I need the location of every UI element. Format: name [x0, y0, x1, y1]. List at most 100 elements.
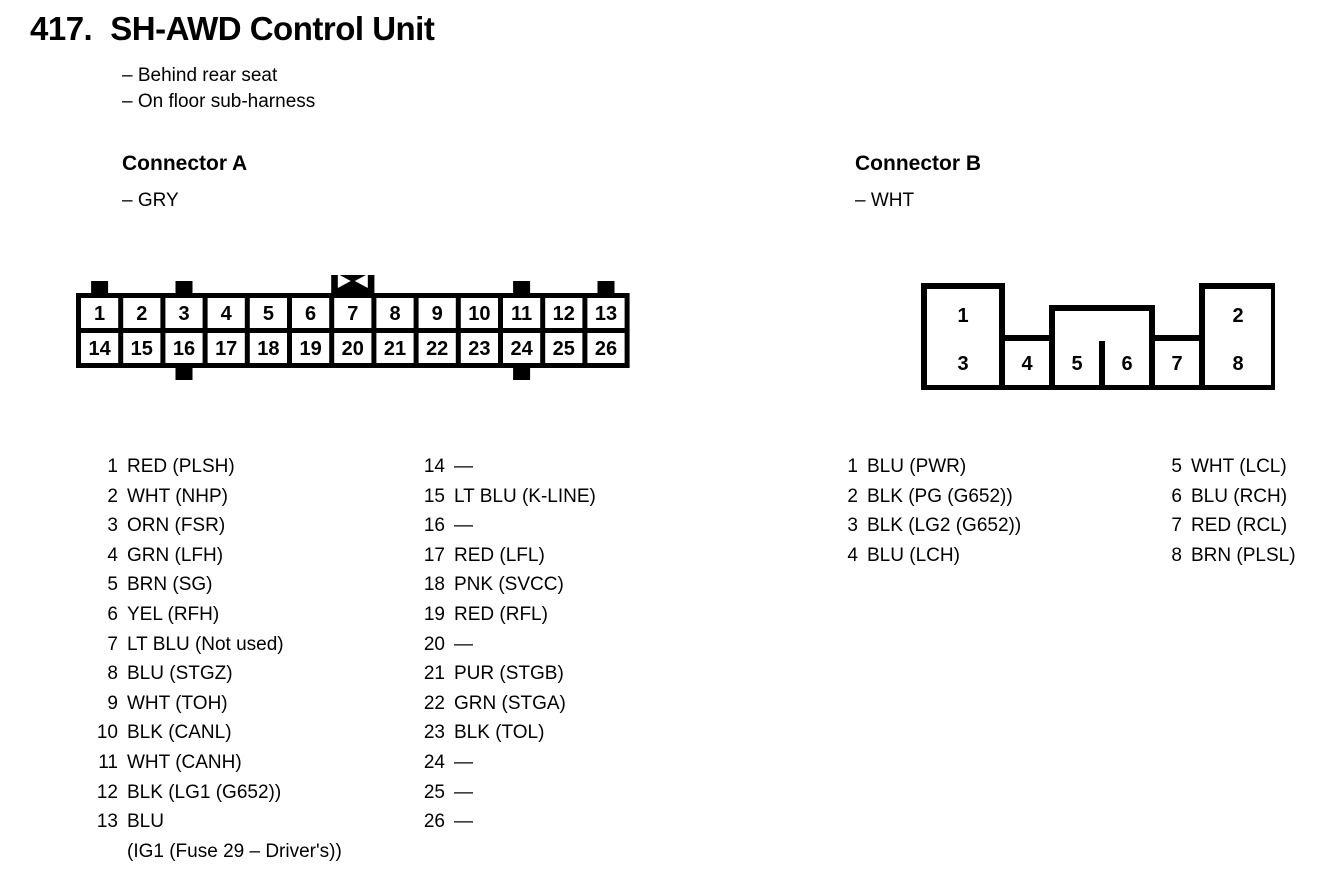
connector-a-pin-cell-label: 15 [131, 338, 153, 360]
key-marker-triangle-left [337, 275, 351, 288]
pin-number: 9 [107, 692, 118, 714]
connector-b-pin-cell-label: 5 [1071, 353, 1082, 375]
connector-b-pin-cell [1205, 289, 1271, 341]
pin-description: BLU (STGZ) [127, 663, 233, 685]
connector-a-pin-cell [334, 333, 372, 363]
connector-a-pin-cell-label: 24 [510, 338, 533, 360]
connector-b-pin-cell [1005, 341, 1049, 385]
connector-b-pin-cell-label: 1 [957, 305, 968, 327]
connector-b-middle-void [1055, 311, 1149, 341]
connector-a-pin-row: 14 — [415, 456, 596, 486]
connector-a-pin-cell [165, 298, 203, 328]
location-note: – On floor sub-harness [122, 91, 316, 112]
connector-a-pin-cell [334, 298, 372, 328]
pin-number: 11 [98, 751, 118, 773]
connector-b-pin-cell-label: 3 [957, 353, 968, 375]
connector-a-pin-cell-label: 22 [426, 338, 448, 360]
connector-a-pin-cell [165, 333, 203, 363]
connector-b-pin-cell [927, 289, 999, 341]
connector-a-pin-cell [503, 298, 541, 328]
connector-b-color: – WHT [855, 190, 915, 211]
connector-a-pin-cell-label: 11 [511, 303, 532, 325]
pin-description: YEL (RFH) [127, 603, 220, 625]
pin-description: — [454, 811, 473, 833]
pin-number: 20 [423, 633, 445, 655]
connector-b-pin-cell-label: 4 [1021, 353, 1033, 375]
connector-b-pin-cell [927, 341, 999, 385]
connector-a-pin-cell-label: 18 [257, 338, 279, 360]
pin-number: 5 [1171, 456, 1182, 477]
connector-a-pin-row: 6 YEL (RFH) [88, 604, 342, 634]
connector-b-pin-cell-label: 7 [1171, 353, 1182, 375]
pin-description: LT BLU (Not used) [127, 633, 284, 655]
connector-a-pin-cell [460, 298, 498, 328]
connector-a-pin-row: 24— [415, 752, 596, 782]
connector-a-pin-cell-label: 4 [221, 303, 233, 325]
location-notes: – Behind rear seat – On floor sub-harnes… [122, 63, 315, 115]
pin-number: 24 [423, 751, 445, 773]
connector-a-pin-cell-label: 9 [432, 303, 443, 325]
pin-number: 6 [107, 603, 118, 625]
connector-a-pin-cell [503, 333, 541, 363]
pin-number: 7 [107, 633, 118, 655]
connector-a-pin-cell [81, 298, 119, 328]
pin-description: GRN (STGA) [454, 692, 566, 714]
pin-description: ORN (FSR) [127, 515, 226, 537]
connector-a-pin-cell [81, 333, 119, 363]
connector-b-pin-cell [1055, 341, 1099, 385]
pin-description: WHT (NHP) [127, 485, 228, 507]
pin-description: — [454, 633, 473, 655]
pin-number: 8 [1171, 544, 1182, 566]
connector-a-pin-cell-label: 5 [263, 303, 274, 325]
pin-number: 1 [107, 456, 118, 477]
connector-a-pin-cell-label: 6 [305, 303, 316, 325]
connector-a-pin-cell [123, 333, 161, 363]
pin-number: 5 [107, 574, 118, 596]
connector-b-pin-cell-label: 6 [1121, 353, 1132, 375]
pin-description: — [454, 456, 473, 477]
pin-description: BLU (PWR) [867, 456, 967, 477]
connector-b-pin-cell-label: 8 [1232, 353, 1243, 375]
pin-description-continued: (IG1 (Fuse 29 – Driver's)) [127, 840, 342, 862]
pin-description: BLK (PG (G652)) [867, 485, 1013, 507]
heading-number: 417. [30, 10, 93, 47]
connector-a-pin-cell-label: 8 [389, 303, 400, 325]
connector-a-color: – GRY [122, 190, 179, 211]
pin-description: BLU [127, 811, 164, 833]
connector-a-pin-cell-label: 1 [94, 303, 105, 325]
pin-description: BLU (RCH) [1191, 485, 1288, 507]
connector-a-pin-cell-label: 10 [468, 303, 490, 325]
connector-a-pin-row: 3 ORN (FSR) [88, 515, 342, 545]
pin-number: 2 [847, 485, 858, 507]
pin-number: 3 [107, 515, 118, 537]
pin-description: — [454, 515, 473, 537]
connector-a-pin-row: 13 BLU [88, 811, 342, 841]
pin-number: 25 [423, 781, 445, 803]
connector-b-pin-cell [1105, 341, 1149, 385]
pin-number: 21 [423, 663, 445, 685]
pin-description: BRN (SG) [127, 574, 213, 596]
connector-a-pin-cell-label: 2 [136, 303, 147, 325]
pin-number: 13 [96, 811, 118, 833]
pin-number: 14 [423, 456, 445, 477]
connector-a-pin-cell [418, 298, 456, 328]
connector-b-header: Connector B [855, 152, 981, 175]
pin-description: BLK (TOL) [454, 722, 545, 744]
pin-number: 18 [423, 574, 445, 596]
pin-description: LT BLU (K-LINE) [454, 485, 596, 507]
connector-a-pin-cell-label: 17 [215, 338, 237, 360]
